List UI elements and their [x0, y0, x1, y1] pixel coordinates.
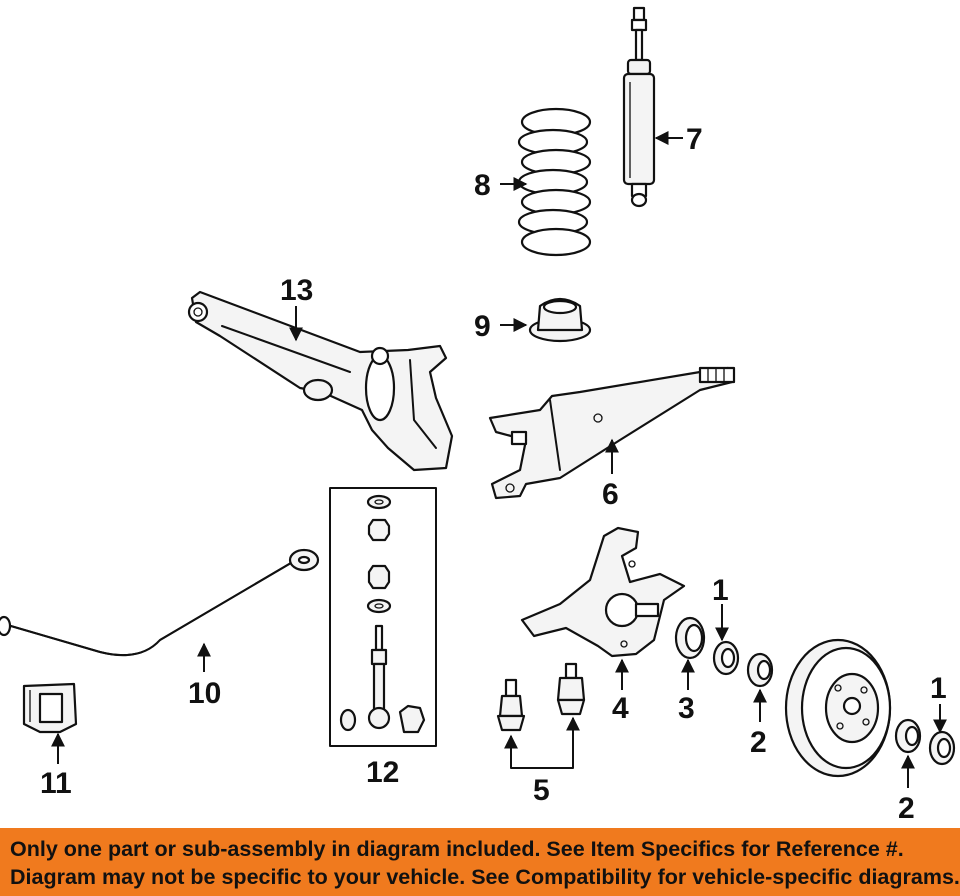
stabilizer-link-kit	[329, 487, 437, 747]
radius-arm	[488, 366, 736, 500]
spring-insulator	[528, 297, 592, 343]
callout-7: 7	[686, 123, 703, 156]
callout-11: 11	[40, 767, 72, 800]
ball-joints	[496, 662, 586, 732]
stabilizer-bushing	[22, 682, 78, 734]
callout-4: 4	[612, 692, 629, 725]
inner-race	[746, 652, 774, 688]
brake-rotor	[784, 638, 892, 778]
callout-1b: 1	[930, 672, 947, 705]
callout-12: 12	[366, 756, 399, 789]
callout-3: 3	[678, 692, 695, 725]
outer-race	[894, 718, 922, 754]
outer-bearing	[928, 730, 956, 766]
stabilizer-bar	[0, 548, 320, 657]
shock-absorber	[622, 6, 656, 208]
grease-seal	[674, 616, 706, 660]
coil-spring	[517, 107, 592, 257]
callout-2b: 2	[898, 792, 915, 825]
inner-bearing	[712, 640, 740, 676]
steering-knuckle	[520, 526, 686, 658]
disclaimer-line-2: Diagram may not be specific to your vehi…	[10, 865, 960, 889]
callout-9: 9	[474, 310, 491, 343]
callout-8: 8	[474, 169, 491, 202]
callout-5: 5	[533, 774, 550, 807]
lower-control-arm	[187, 290, 454, 472]
parts-diagram: 7 8 9 13	[0, 6, 956, 825]
callout-10: 10	[188, 677, 221, 710]
disclaimer-line-1: Only one part or sub-assembly in diagram…	[10, 837, 904, 861]
disclaimer-banner: Only one part or sub-assembly in diagram…	[0, 828, 960, 896]
callout-1a: 1	[712, 574, 729, 607]
callout-6: 6	[602, 478, 619, 511]
callout-2a: 2	[750, 726, 767, 759]
callout-13: 13	[280, 274, 313, 307]
